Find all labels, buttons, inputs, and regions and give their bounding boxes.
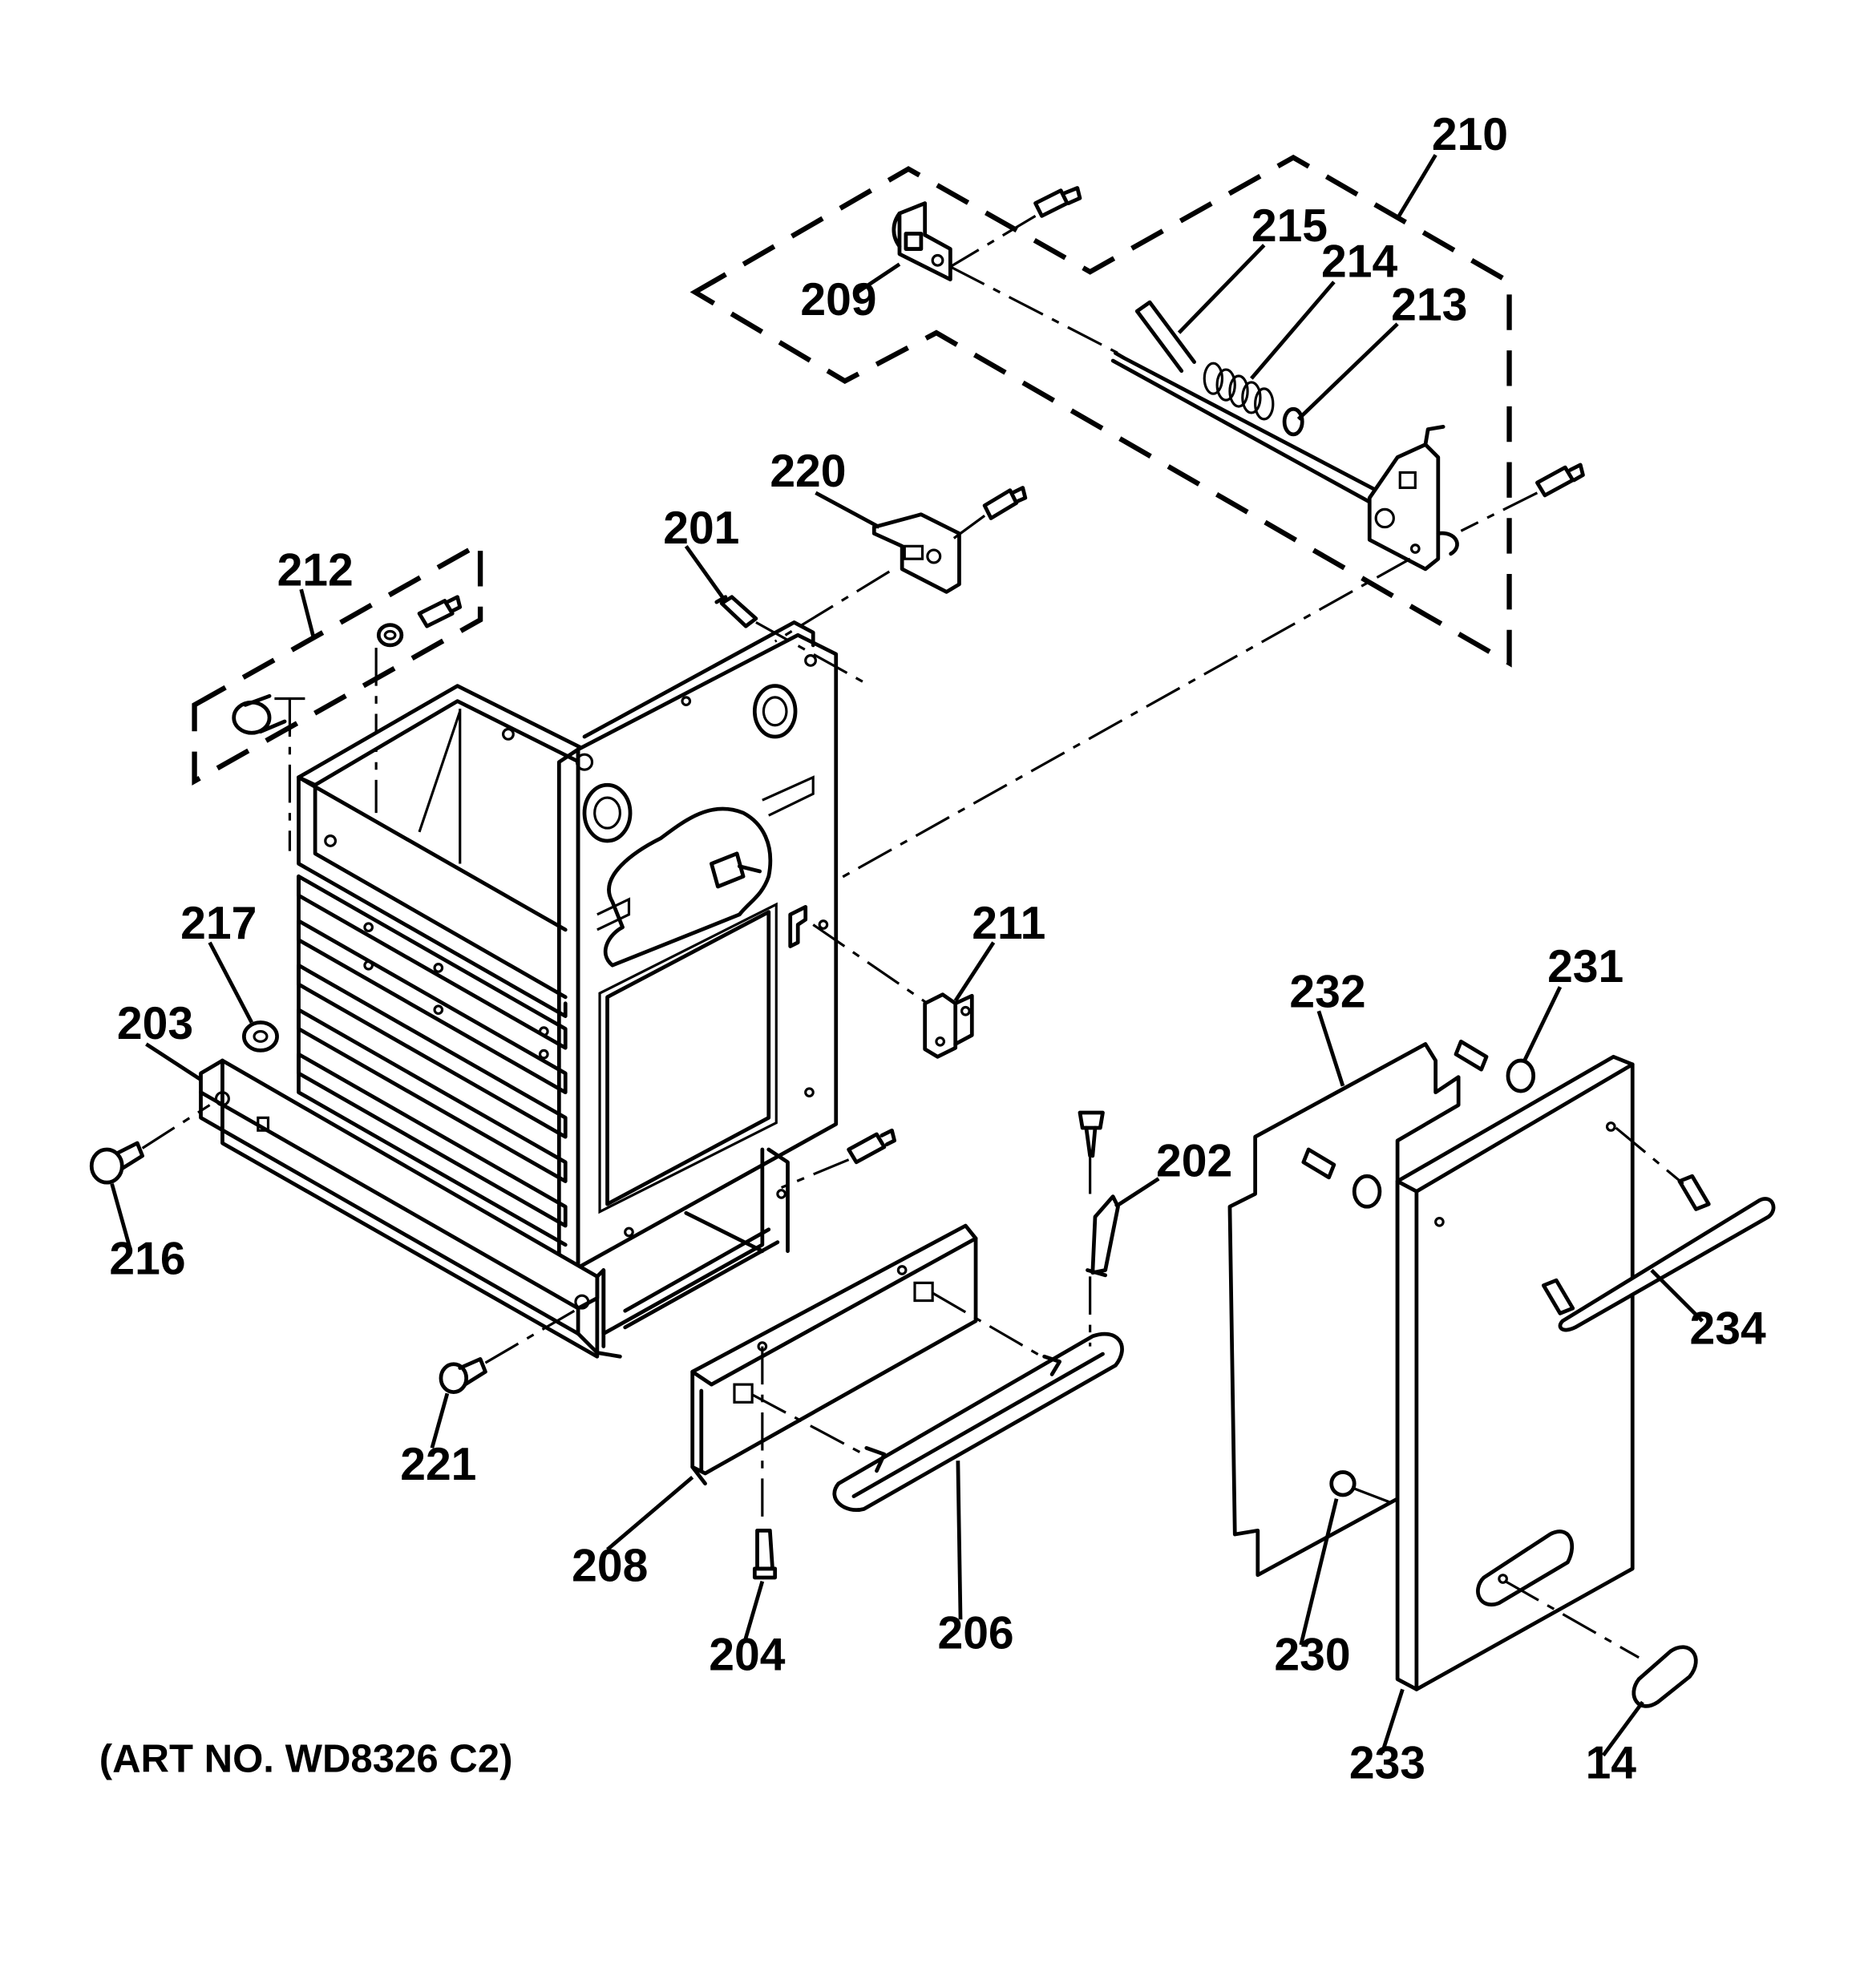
clip-202 xyxy=(1086,1194,1120,1278)
label-210: 210 xyxy=(1432,109,1508,160)
label-230: 230 xyxy=(1274,1630,1350,1681)
rod-215 xyxy=(1110,300,1413,523)
ring-213 xyxy=(1282,406,1304,437)
label-209: 209 xyxy=(800,274,876,325)
clip-220 xyxy=(871,512,961,594)
spacer-231 xyxy=(1454,1039,1536,1093)
label-208: 208 xyxy=(572,1541,648,1592)
screw-216 xyxy=(89,1141,144,1185)
spacer-232 xyxy=(1301,1147,1382,1209)
label-206: 206 xyxy=(938,1608,1014,1659)
screw-top-1 xyxy=(1033,186,1082,218)
screw-220 xyxy=(982,486,1028,520)
screw-221 xyxy=(439,1357,487,1394)
label-232: 232 xyxy=(1289,967,1365,1018)
badge-14 xyxy=(1632,1645,1698,1708)
group-210-outline xyxy=(689,154,1512,668)
nut-230 xyxy=(1329,1470,1357,1497)
washer-212 xyxy=(376,623,404,648)
screw-top-2 xyxy=(1535,463,1585,498)
label-234: 234 xyxy=(1690,1303,1766,1354)
label-216: 216 xyxy=(109,1233,185,1284)
label-213: 213 xyxy=(1391,279,1467,330)
latch-plate-210 xyxy=(1367,425,1459,572)
label-203: 203 xyxy=(117,998,193,1049)
label-215: 215 xyxy=(1251,200,1328,252)
label-211: 211 xyxy=(972,898,1045,949)
screw-204 xyxy=(752,1528,778,1580)
handle-206 xyxy=(832,1331,1124,1512)
group-212-outline xyxy=(192,539,483,786)
label-204: 204 xyxy=(709,1630,785,1681)
lower-rails xyxy=(601,1147,790,1336)
door-panel-233 xyxy=(1395,1054,1635,1691)
label-217: 217 xyxy=(180,898,257,949)
art-number-caption: (ART NO. WD8326 C2) xyxy=(99,1737,513,1780)
drawer-front-208 xyxy=(690,1223,978,1486)
base-frame-203 xyxy=(199,1058,622,1359)
screw-202 xyxy=(1078,1110,1105,1158)
screw-201 xyxy=(714,595,758,628)
bar-handle-234 xyxy=(1541,1174,1776,1332)
label-14: 14 xyxy=(1586,1737,1637,1788)
spring-214 xyxy=(1203,362,1275,421)
bracket-209 xyxy=(892,201,952,281)
label-231: 231 xyxy=(1547,941,1623,992)
label-221: 221 xyxy=(400,1439,476,1490)
label-220: 220 xyxy=(770,446,846,497)
label-202: 202 xyxy=(1156,1135,1232,1186)
knob-212 xyxy=(232,693,287,735)
label-214: 214 xyxy=(1321,236,1397,287)
leader-lines xyxy=(110,154,1704,1757)
label-201: 201 xyxy=(663,503,739,554)
screw-212 xyxy=(417,595,463,628)
cabinet-body xyxy=(297,620,839,1279)
bracket-211 xyxy=(923,992,974,1059)
label-212: 212 xyxy=(277,544,354,596)
nut-217 xyxy=(241,1020,279,1053)
label-233: 233 xyxy=(1349,1737,1425,1788)
screw-lower-right xyxy=(847,1128,897,1165)
part-labels: 210 215 214 213 209 220 201 212 217 203 … xyxy=(109,109,1766,1788)
